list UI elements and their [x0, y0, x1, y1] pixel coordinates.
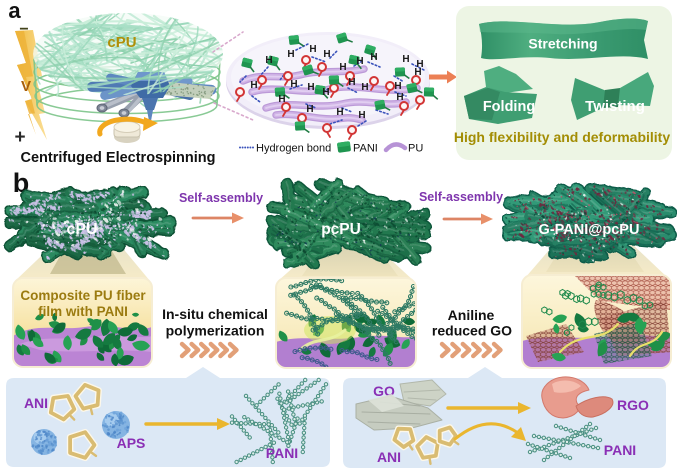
svg-text:PANI: PANI [604, 442, 636, 458]
svg-text:Twisting: Twisting [585, 98, 645, 115]
svg-text:G-PANI@pcPU: G-PANI@pcPU [539, 222, 640, 238]
svg-text:polymerization: polymerization [166, 323, 265, 339]
svg-text:film with PANI: film with PANI [38, 304, 128, 319]
svg-text:H: H [370, 52, 377, 63]
svg-text:Self-assembly: Self-assembly [419, 190, 503, 204]
svg-text:PU: PU [408, 143, 423, 155]
svg-text:pcPU: pcPU [321, 221, 361, 238]
svg-text:H: H [323, 49, 330, 60]
svg-text:ANI: ANI [377, 449, 401, 465]
svg-text:H: H [402, 54, 409, 65]
svg-text:H: H [356, 56, 363, 67]
svg-text:H: H [309, 44, 316, 55]
svg-text:a: a [8, 0, 21, 23]
svg-text:reduced GO: reduced GO [432, 323, 512, 339]
svg-text:H: H [394, 81, 401, 92]
svg-text:cPU: cPU [66, 221, 97, 238]
svg-text:Folding: Folding [483, 99, 535, 115]
svg-text:Centrifuged Electrospinning: Centrifuged Electrospinning [21, 150, 216, 166]
svg-text:PANI: PANI [353, 143, 378, 155]
svg-text:−: − [19, 21, 28, 38]
svg-text:Self-assembly: Self-assembly [179, 191, 263, 205]
svg-text:Composite PU fiber: Composite PU fiber [20, 288, 146, 303]
svg-text:Stretching: Stretching [528, 36, 597, 52]
svg-text:In-situ chemical: In-situ chemical [162, 306, 268, 322]
svg-text:APS: APS [117, 435, 146, 451]
svg-text:High flexibility and deformabi: High flexibility and deformability [454, 129, 670, 145]
svg-text:H: H [290, 79, 297, 90]
svg-text:H: H [306, 104, 313, 115]
svg-text:H: H [265, 55, 272, 66]
svg-text:Aniline: Aniline [448, 307, 495, 323]
svg-text:RGO: RGO [617, 397, 649, 413]
svg-text:H: H [307, 82, 314, 93]
svg-text:H: H [416, 59, 423, 70]
svg-text:H: H [336, 107, 343, 118]
svg-text:H: H [250, 80, 257, 91]
svg-text:H: H [287, 49, 294, 60]
svg-text:H: H [396, 92, 403, 103]
svg-text:+: + [14, 127, 25, 148]
svg-text:V: V [21, 78, 31, 95]
svg-text:ANI: ANI [24, 395, 48, 411]
svg-text:H: H [358, 110, 365, 121]
svg-text:H: H [348, 77, 355, 88]
svg-text:H: H [361, 82, 368, 93]
svg-text:PANI: PANI [266, 445, 298, 461]
svg-text:H: H [322, 87, 329, 98]
svg-text:H: H [339, 62, 346, 73]
svg-text:cPU: cPU [107, 34, 136, 51]
svg-text:Hydrogen bond: Hydrogen bond [256, 143, 331, 155]
svg-text:H: H [278, 94, 285, 105]
svg-text:H: H [414, 67, 421, 78]
